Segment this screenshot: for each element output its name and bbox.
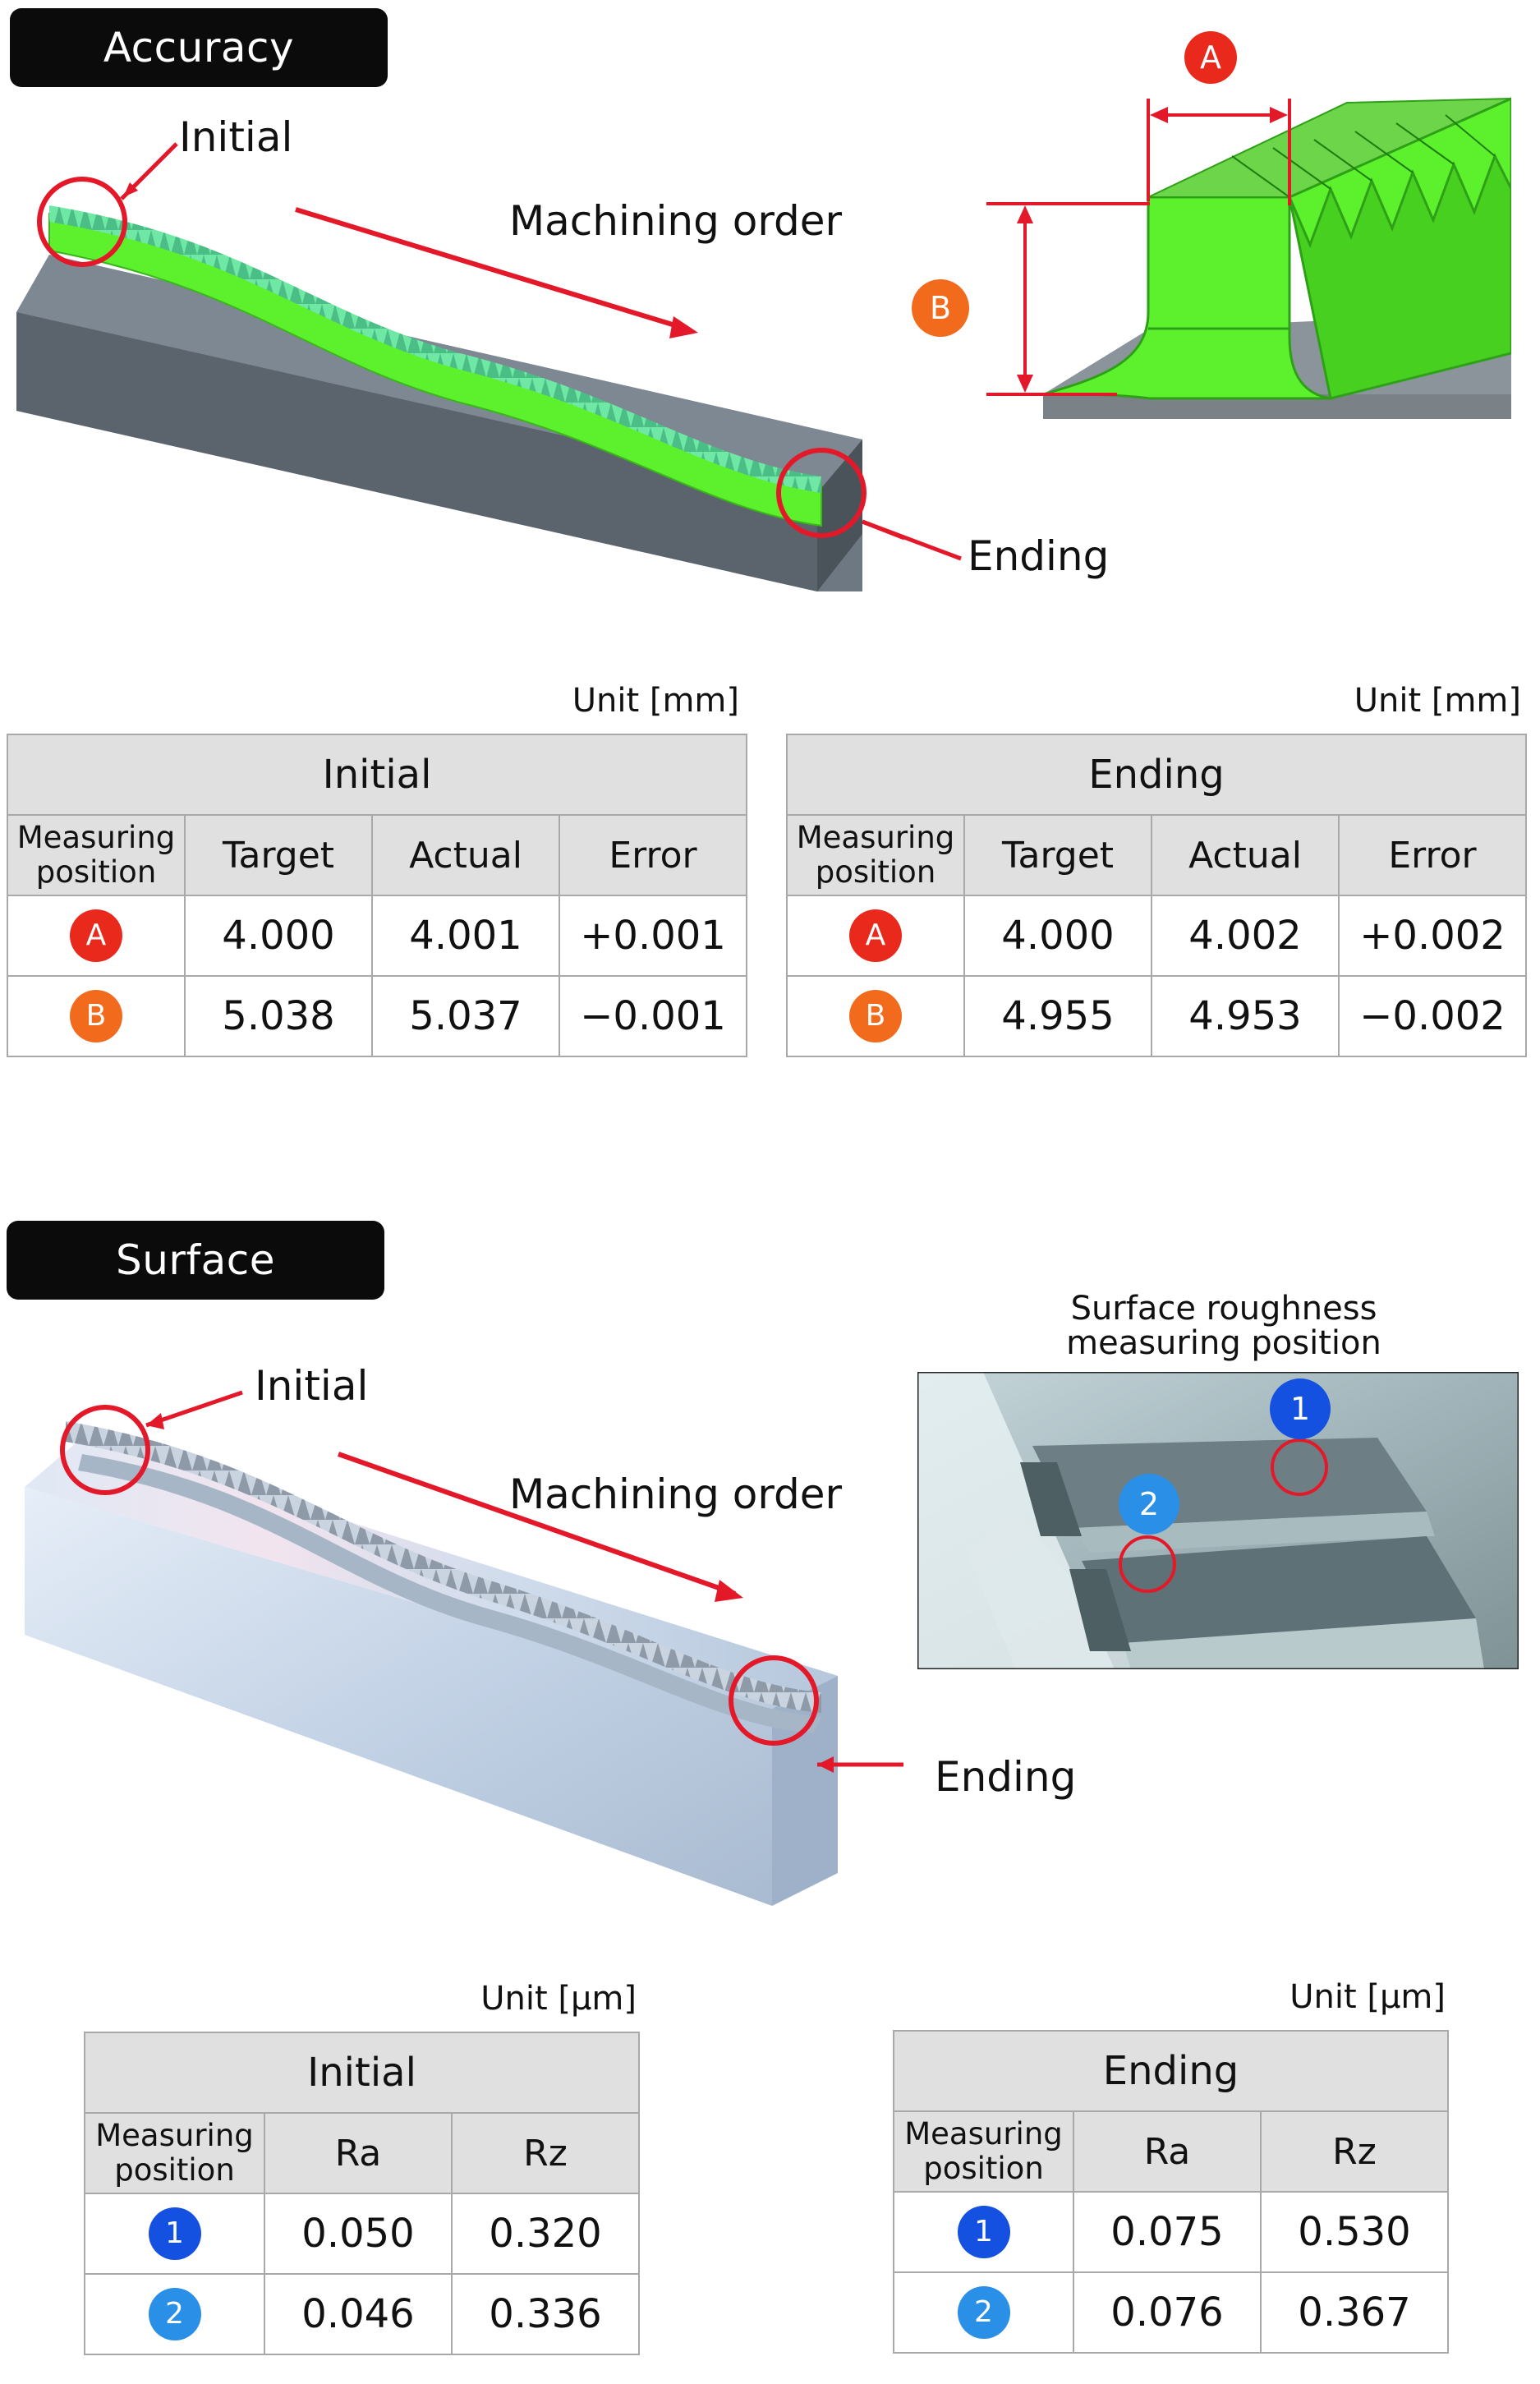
position-badge-b: B (849, 990, 902, 1042)
col-header-measuring-position: Measuring position (7, 814, 186, 896)
roughness-machining-order-label: Machining order (509, 1470, 843, 1518)
error-value: −0.002 (1337, 975, 1528, 1057)
roughness-part-photo (25, 1390, 903, 1906)
roughness-initial-label: Initial (255, 1362, 369, 1410)
table-row: B 4.955 4.953 −0.002 (786, 975, 1528, 1057)
ra-value: 0.075 (1073, 2191, 1262, 2273)
rz-value: 0.336 (450, 2273, 641, 2355)
ra-value: 0.050 (264, 2193, 453, 2275)
position-badge-a: A (849, 909, 902, 962)
table-row: 2 0.046 0.336 (84, 2273, 641, 2355)
actual-value: 5.037 (371, 975, 560, 1057)
ra-value: 0.046 (264, 2273, 453, 2355)
table-row: B 5.038 5.037 −0.001 (7, 975, 748, 1057)
ra-value: 0.076 (1073, 2271, 1262, 2354)
photo-caption-line1: Surface roughness (1070, 1290, 1377, 1328)
col-header-error: Error (1337, 814, 1528, 896)
table-title: Ending (785, 734, 1528, 816)
photo-marker-1: 1 (1270, 1378, 1331, 1439)
position-badge-a: A (70, 909, 122, 962)
col-header-error: Error (558, 814, 748, 896)
target-value: 4.000 (184, 895, 373, 977)
accuracy-ending-circle (776, 448, 867, 538)
position-badge-1: 1 (148, 2207, 201, 2260)
measuring-circle-1 (1271, 1438, 1328, 1496)
photo-marker-2: 2 (1119, 1474, 1179, 1535)
target-value: 4.000 (963, 895, 1152, 977)
roughness-ending-unit: Unit [μm] (1289, 1978, 1446, 2016)
table-row: 2 0.076 0.367 (893, 2271, 1450, 2354)
accuracy-ending-leader (862, 519, 962, 561)
accuracy-initial-unit: Unit [mm] (572, 682, 739, 720)
roughness-ending-circle (729, 1655, 819, 1746)
col-header-measuring-position: Measuring position (893, 2110, 1074, 2193)
roughness-ending-label: Ending (935, 1753, 1077, 1801)
measuring-position-photo (917, 1372, 1519, 1669)
table-row: 1 0.050 0.320 (84, 2193, 641, 2275)
accuracy-rack-illustration (16, 142, 903, 591)
roughness-initial-table: Initial Measuring position Ra Rz 1 0.050… (83, 2032, 641, 2355)
tooth-dimension-detail (986, 97, 1511, 419)
target-value: 4.955 (963, 975, 1152, 1057)
rz-value: 0.320 (450, 2193, 641, 2275)
accuracy-ending-unit: Unit [mm] (1354, 682, 1521, 720)
accuracy-section-header: Accuracy (10, 8, 388, 87)
photo-caption-line2: measuring position (1066, 1324, 1381, 1362)
position-badge-b: B (70, 990, 122, 1042)
actual-value: 4.002 (1151, 895, 1340, 977)
col-header-actual: Actual (371, 814, 560, 896)
position-badge-2: 2 (148, 2288, 201, 2340)
roughness-initial-unit: Unit [μm] (480, 1980, 637, 2018)
col-header-actual: Actual (1151, 814, 1340, 896)
accuracy-initial-table: Initial Measuring position Target Actual… (6, 734, 748, 1057)
table-row: 1 0.075 0.530 (893, 2191, 1450, 2273)
accuracy-ending-label: Ending (968, 532, 1110, 580)
col-header-rz: Rz (450, 2112, 641, 2194)
col-header-measuring-position: Measuring position (84, 2112, 265, 2194)
col-header-rz: Rz (1259, 2110, 1450, 2193)
accuracy-initial-label: Initial (179, 113, 293, 161)
roughness-ending-table: Ending Measuring position Ra Rz 1 0.075 … (892, 2030, 1450, 2354)
position-badge-2: 2 (957, 2286, 1010, 2339)
rz-value: 0.530 (1259, 2191, 1450, 2273)
actual-value: 4.953 (1151, 975, 1340, 1057)
accuracy-initial-circle (37, 177, 127, 267)
dimension-marker-a: A (1184, 31, 1237, 84)
roughness-section-header: Surface roughness (7, 1221, 384, 1363)
col-header-target: Target (184, 814, 373, 896)
error-value: +0.002 (1337, 895, 1528, 977)
error-value: +0.001 (558, 895, 748, 977)
table-title: Initial (83, 2032, 641, 2114)
table-row: A 4.000 4.002 +0.002 (786, 895, 1528, 977)
col-header-ra: Ra (264, 2112, 453, 2194)
dimension-marker-b: B (912, 279, 969, 337)
error-value: −0.001 (558, 975, 748, 1057)
table-title: Initial (6, 734, 748, 816)
accuracy-machining-order-label: Machining order (509, 197, 843, 245)
rz-value: 0.367 (1259, 2271, 1450, 2354)
target-value: 5.038 (184, 975, 373, 1057)
actual-value: 4.001 (371, 895, 560, 977)
table-row: A 4.000 4.001 +0.001 (7, 895, 748, 977)
col-header-measuring-position: Measuring position (786, 814, 965, 896)
col-header-target: Target (963, 814, 1152, 896)
accuracy-ending-table: Ending Measuring position Target Actual … (785, 734, 1528, 1057)
roughness-initial-circle (60, 1405, 150, 1495)
measuring-circle-2 (1119, 1535, 1176, 1593)
table-title: Ending (892, 2030, 1450, 2112)
col-header-ra: Ra (1073, 2110, 1262, 2193)
position-badge-1: 1 (957, 2206, 1010, 2258)
